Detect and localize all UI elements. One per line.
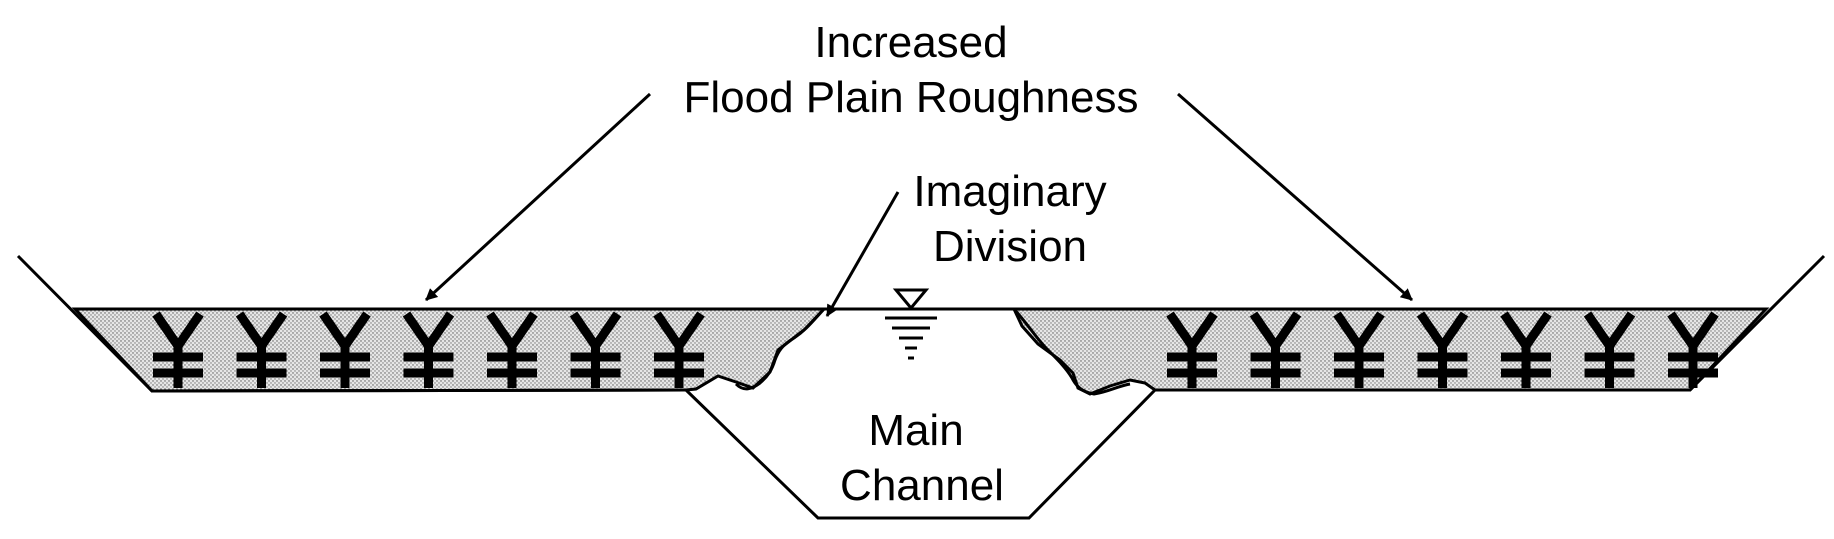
tree-icon	[1667, 311, 1719, 388]
increased-label: Increased	[814, 18, 1007, 67]
imaginary-division-arrow	[825, 191, 900, 317]
division-label: Division	[933, 222, 1087, 271]
right-division-edge	[1012, 307, 1131, 396]
tree-icon	[1166, 311, 1218, 388]
tree-icon	[1416, 311, 1469, 388]
tree-icon	[1500, 311, 1552, 388]
tree-icon	[1249, 311, 1302, 388]
tree-icon	[486, 311, 538, 388]
tree-icon	[1333, 311, 1385, 388]
right-floodplain-vegetation	[1011, 307, 1770, 396]
water-surface-symbol	[885, 288, 937, 360]
tree-icon	[402, 311, 455, 388]
main-channel-line	[684, 388, 1157, 520]
right-bank-line	[1155, 254, 1826, 392]
tree-icon	[569, 311, 622, 388]
main-label: Main	[868, 406, 963, 455]
left-division-edge	[734, 307, 826, 391]
tree-icon	[152, 311, 204, 388]
right-tree-row	[1166, 311, 1719, 388]
imaginary-label: Imaginary	[913, 167, 1106, 216]
tree-icon	[235, 311, 288, 388]
left-roughness-arrow	[424, 92, 652, 302]
left-tree-row	[152, 311, 705, 388]
tree-icon	[319, 311, 371, 388]
right-roughness-arrow	[1177, 92, 1413, 302]
tree-icon	[653, 311, 705, 388]
channel-label: Channel	[840, 461, 1004, 510]
flood-plain-roughness-label: Flood Plain Roughness	[684, 73, 1139, 122]
left-bank-line	[16, 254, 687, 393]
tree-icon	[1583, 311, 1636, 388]
